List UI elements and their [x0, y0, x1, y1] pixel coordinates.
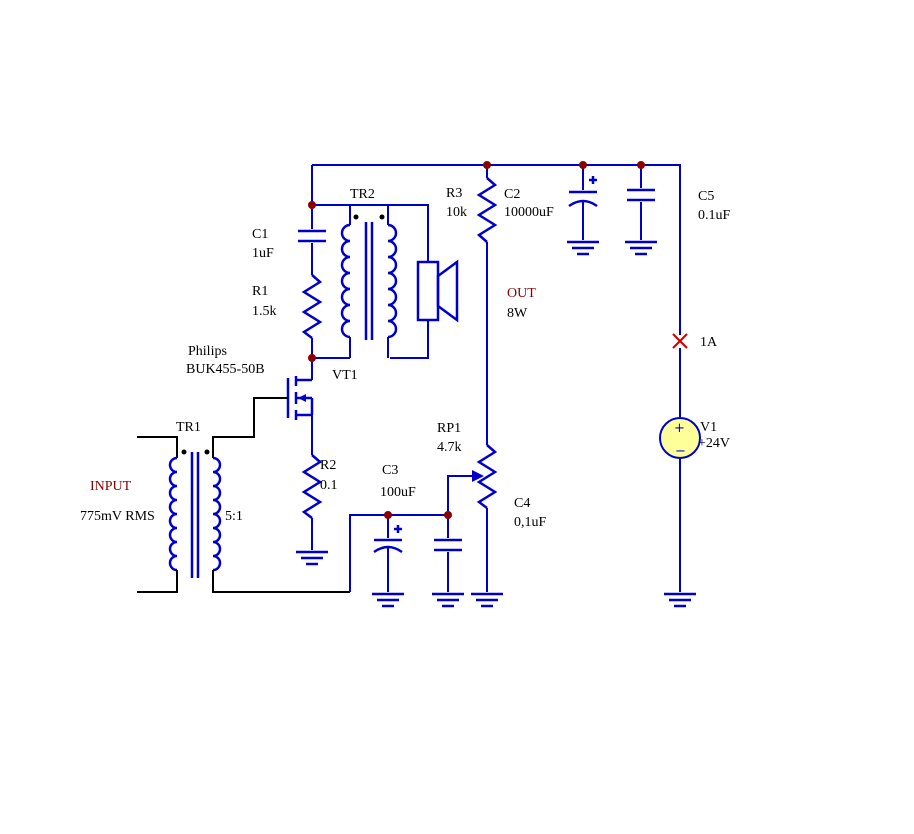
- r3-name-label: R3: [446, 186, 462, 201]
- bias-wiring: [349, 475, 474, 592]
- v1-name-label: V1: [700, 420, 717, 435]
- resistor-r1: [301, 274, 323, 358]
- out-power-label: 8W: [507, 306, 528, 321]
- r2-name-label: R2: [320, 458, 336, 473]
- v1-minus-sign: −: [675, 444, 686, 459]
- input-level-label: 775mV RMS: [80, 509, 155, 524]
- rp1-value-label: 4.7k: [437, 440, 462, 455]
- capacitor-c2: [567, 165, 599, 256]
- mosfet-vt1: [218, 358, 314, 455]
- transformer-tr1: [137, 436, 350, 593]
- tr1-label: TR1: [176, 420, 201, 435]
- speaker-icon: [390, 204, 459, 359]
- c4-value-label: 0,1uF: [514, 515, 547, 530]
- capacitor-c1: [298, 205, 326, 275]
- rp1-name-label: RP1: [437, 421, 461, 436]
- v1-value-label: +24V: [698, 436, 730, 451]
- potentiometer-rp1: [471, 444, 503, 608]
- c3-name-label: C3: [382, 463, 398, 478]
- capacitor-c3: [372, 515, 404, 608]
- r1-name-label: R1: [252, 284, 268, 299]
- tr2-label: TR2: [350, 187, 375, 202]
- out-label: OUT: [507, 286, 536, 301]
- tr1-ratio-label: 5:1: [225, 509, 243, 524]
- vt1-label: VT1: [332, 368, 358, 383]
- voltage-source-v1: [659, 417, 701, 608]
- v1-plus-sign: +: [674, 421, 685, 436]
- capacitor-c4: [432, 515, 464, 608]
- resistor-r2: [296, 454, 328, 566]
- c5-name-label: C5: [698, 189, 714, 204]
- r2-value-label: 0.1: [320, 478, 338, 493]
- c3-value-label: 100uF: [380, 485, 416, 500]
- mosfet-part-label: BUK455-50B: [186, 362, 265, 377]
- fuse-icon: [672, 333, 688, 418]
- junction-dots: [308, 161, 645, 519]
- c2-name-label: C2: [504, 187, 520, 202]
- c4-name-label: C4: [514, 496, 530, 511]
- r1-value-label: 1.5k: [252, 304, 277, 319]
- r3-value-label: 10k: [446, 205, 467, 220]
- c1-name-label: C1: [252, 227, 268, 242]
- c2-value-label: 10000uF: [504, 205, 554, 220]
- c5-value-label: 0.1uF: [698, 208, 731, 223]
- c1-value-label: 1uF: [252, 246, 274, 261]
- fuse-rating-label: 1A: [700, 335, 718, 350]
- input-label: INPUT: [90, 479, 132, 494]
- mosfet-maker-label: Philips: [188, 344, 227, 359]
- capacitor-c5: [625, 165, 657, 256]
- resistor-r3: [476, 165, 498, 445]
- transformer-tr2: [340, 205, 398, 358]
